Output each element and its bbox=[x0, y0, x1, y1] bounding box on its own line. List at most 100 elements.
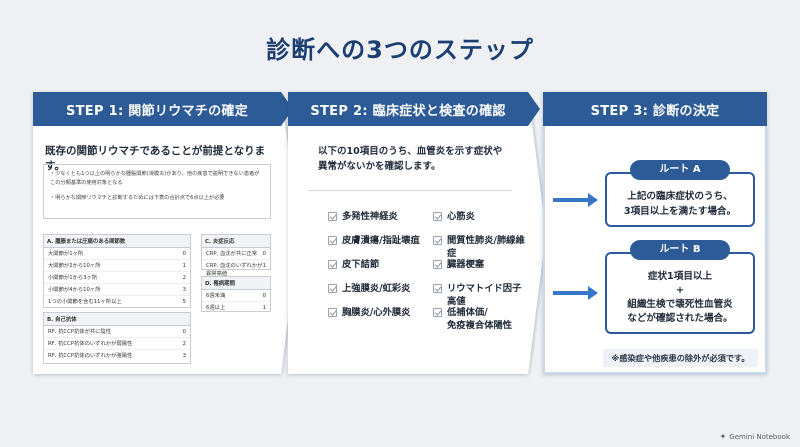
symptom-label: 間質性肺炎/肺線維症 bbox=[447, 235, 525, 259]
criteria-score: 1 bbox=[262, 262, 266, 269]
criteria-score: 0 bbox=[262, 250, 266, 257]
checkbox-icon bbox=[433, 260, 442, 269]
criteria-score: 3 bbox=[182, 286, 186, 293]
step3-header: STEP 3: 診断の決定 bbox=[543, 92, 767, 126]
criteria-label: 小関節が1から3ヶ所 bbox=[48, 274, 98, 281]
criteria-row: RF, 抗CCP抗体のいずれかが強陽性 3 bbox=[44, 350, 190, 361]
sparkle-icon: ✦ bbox=[719, 432, 727, 441]
criteria-row: 1つの小関節を含む11ヶ所以上 5 bbox=[44, 296, 190, 307]
criteria-score: 2 bbox=[182, 274, 186, 281]
symptom-item: 胸膜炎/心外膜炎 bbox=[328, 306, 410, 319]
criteria-row: 小関節が4から10ヶ所 3 bbox=[44, 284, 190, 296]
route-a-line: 上記の臨床症状のうち、 bbox=[627, 191, 733, 202]
step2-panel: STEP 2: 臨床症状と検査の確認 以下の10項目のうち、血管炎を示す症状や … bbox=[288, 92, 528, 374]
symptom-item: 上強膜炎/虹彩炎 bbox=[328, 282, 410, 295]
symptom-item: 心筋炎 bbox=[433, 210, 475, 223]
criteria-label: RF, 抗CCP抗体が共に陰性 bbox=[48, 328, 112, 335]
step1-note-line: この分類基準の使用対象となる bbox=[50, 180, 123, 186]
symptom-label-multiline: 低補体価/免疫複合体陽性 bbox=[447, 306, 512, 332]
criteria-label: 6週未満 bbox=[206, 292, 226, 299]
criteria-label: 小関節が4から10ヶ所 bbox=[48, 286, 101, 293]
checkbox-icon bbox=[328, 212, 337, 221]
symptom-item: 低補体価/免疫複合体陽性 bbox=[433, 306, 512, 332]
route-b-line: + bbox=[675, 285, 685, 296]
checkbox-icon bbox=[433, 308, 442, 317]
symptom-label: 皮膚潰瘍/指趾壊疽 bbox=[342, 235, 420, 246]
criteria-row: RF, 抗CCP抗体が共に陰性 0 bbox=[44, 326, 190, 338]
step2-header-arrow bbox=[528, 92, 540, 126]
symptom-label: 低補体価/ bbox=[447, 307, 488, 318]
symptom-label: リウマトイド因子高値 bbox=[447, 283, 522, 307]
route-b-line: 症状1項目以上 bbox=[647, 271, 713, 282]
checkbox-icon bbox=[328, 308, 337, 317]
symptom-item: 臓器梗塞 bbox=[433, 258, 484, 271]
criteria-label: 6週以上 bbox=[206, 304, 226, 311]
step2-lead-line: 異常がないかを確認します。 bbox=[318, 161, 441, 172]
brand-mark: ✦ Gemini Notebook bbox=[720, 432, 790, 441]
arrow-right-icon bbox=[553, 286, 598, 300]
arrow-right-icon bbox=[553, 193, 598, 207]
checkbox-icon bbox=[433, 236, 442, 245]
criteria-score: 1 bbox=[262, 304, 266, 311]
symptom-item: リウマトイド因子高値 bbox=[433, 282, 528, 308]
symptom-label: 皮下結節 bbox=[342, 259, 380, 270]
criteria-table-title: C. 炎症反応 bbox=[202, 235, 270, 248]
step2-header: STEP 2: 臨床症状と検査の確認 bbox=[288, 92, 528, 126]
route-b-line: などが確認された場合。 bbox=[627, 313, 733, 324]
step2-arrow-tip bbox=[528, 92, 546, 374]
criteria-table-title: D. 罹病期間 bbox=[202, 277, 270, 290]
symptom-label: 多発性神経炎 bbox=[342, 211, 398, 222]
symptom-label: 心筋炎 bbox=[447, 211, 475, 222]
criteria-table-title: B. 自己抗体 bbox=[44, 313, 190, 326]
criteria-score: 3 bbox=[182, 352, 186, 359]
criteria-table-title: A. 腫脹または圧痛のある関節数 bbox=[44, 235, 190, 248]
symptom-label: 上強膜炎/虹彩炎 bbox=[342, 283, 411, 294]
route-b-label: ルート B bbox=[630, 240, 730, 260]
criteria-row: 大関節が2から10ヶ所 1 bbox=[44, 260, 190, 272]
criteria-score: 0 bbox=[182, 250, 186, 257]
exclusion-note: ※感染症や他疾患の除外が必須です。 bbox=[603, 349, 758, 367]
criteria-row: 6週未満 0 bbox=[202, 290, 270, 302]
criteria-label: CRP, 血沈が共に正常 bbox=[206, 250, 258, 257]
symptom-label: 免疫複合体陽性 bbox=[447, 320, 513, 331]
checkbox-icon bbox=[433, 212, 442, 221]
step1-note-line: ・少なくとも1つ以上の明らかな腫脹関節(滑膜炎)があり、他の疾患で説明できない患… bbox=[50, 171, 260, 177]
criteria-row: CRP, 血沈が共に正常 0 bbox=[202, 248, 270, 260]
step1-notes: ・少なくとも1つ以上の明らかな腫脹関節(滑膜炎)があり、他の疾患で説明できない患… bbox=[43, 164, 271, 219]
symptom-item: 多発性神経炎 bbox=[328, 210, 398, 223]
page-title: 診断への3つのステップ bbox=[266, 36, 534, 64]
criteria-label: 大関節が2から10ヶ所 bbox=[48, 262, 101, 269]
route-a-label: ルート A bbox=[630, 160, 730, 180]
checkbox-icon bbox=[328, 260, 337, 269]
route-a-line: 3項目以上を満たす場合。 bbox=[623, 206, 737, 217]
criteria-label: 1つの小関節を含む11ヶ所以上 bbox=[48, 298, 122, 305]
checkbox-icon bbox=[328, 236, 337, 245]
symptom-label: 臓器梗塞 bbox=[447, 259, 485, 270]
step1-lead: 既存の関節リウマチであることが前提となります。 bbox=[45, 145, 266, 172]
divider bbox=[308, 190, 512, 191]
criteria-score: 0 bbox=[262, 292, 266, 299]
criteria-row: 小関節が1から3ヶ所 2 bbox=[44, 272, 190, 284]
symptom-label: 胸膜炎/心外膜炎 bbox=[342, 307, 411, 318]
symptom-item: 間質性肺炎/肺線維症 bbox=[433, 234, 528, 260]
route-a-box: 上記の臨床症状のうち、 3項目以上を満たす場合。 bbox=[605, 172, 755, 227]
step1-header: STEP 1: 関節リウマチの確定 bbox=[33, 92, 281, 126]
criteria-label: RF, 抗CCP抗体のいずれかが強陽性 bbox=[48, 352, 133, 359]
criteria-table-b: B. 自己抗体 RF, 抗CCP抗体が共に陰性 0 RF, 抗CCP抗体のいずれか… bbox=[43, 312, 191, 364]
route-b-box: 症状1項目以上 + 組織生検で壊死性血管炎 などが確認された場合。 bbox=[605, 252, 755, 334]
step1-note-line: ・明らかな関節リウマチと診断するためには下表の合計点で6点以上が必要 bbox=[50, 195, 225, 201]
criteria-row: 6週以上 1 bbox=[202, 302, 270, 313]
symptom-item: 皮膚潰瘍/指趾壊疽 bbox=[328, 234, 420, 247]
criteria-score: 5 bbox=[182, 298, 186, 305]
step1-panel: STEP 1: 関節リウマチの確定 既存の関節リウマチであることが前提となります… bbox=[33, 92, 281, 374]
step3-panel: STEP 3: 診断の決定 上記の臨床症状のうち、 3項目以上を満たす場合。 ル… bbox=[543, 92, 767, 374]
criteria-score: 0 bbox=[182, 328, 186, 335]
route-b-line: 組織生検で壊死性血管炎 bbox=[627, 299, 733, 310]
criteria-score: 1 bbox=[182, 262, 186, 269]
step2-lead: 以下の10項目のうち、血管炎を示す症状や 異常がないかを確認します。 bbox=[318, 144, 502, 174]
